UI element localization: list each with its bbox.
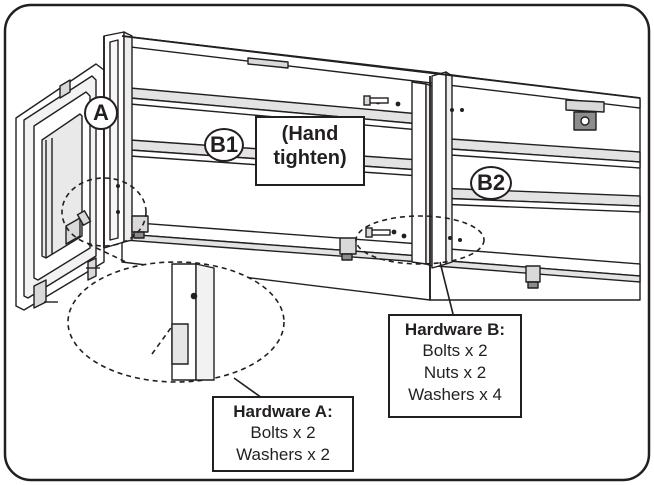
hardware-b-item: Washers x 4 [408, 385, 502, 404]
indicator-circle-b [355, 215, 485, 265]
label-part-b2: B2 [470, 166, 512, 200]
hand-tighten-note: (Hand tighten) [255, 116, 365, 186]
hardware-a-title: Hardware A: [233, 402, 333, 421]
label-part-a-text: A [93, 100, 109, 125]
label-part-b1-text: B1 [209, 132, 239, 157]
end-post-b1-left [103, 31, 133, 249]
label-part-b1: B1 [204, 128, 244, 162]
side-panel-a [15, 63, 105, 311]
hardware-b-item: Bolts x 2 [422, 341, 488, 360]
end-post-b1-right [411, 81, 433, 267]
hardware-b-box: Hardware B: Bolts x 2 Nuts x 2 Washers x… [388, 314, 522, 418]
bolt-side-a [76, 209, 92, 227]
top-bracket-b2 [565, 99, 605, 131]
hardware-b-title: Hardware B: [404, 320, 506, 339]
label-part-a: A [84, 96, 118, 130]
note-line-1: (Hand [281, 123, 339, 145]
bolt-bottom-b1 [365, 227, 391, 238]
leader-b [439, 261, 455, 319]
hardware-a-item: Washers x 2 [236, 445, 330, 464]
label-part-b2-text: B2 [476, 170, 506, 195]
panel-edges [103, 35, 641, 300]
indicator-circle-a [61, 177, 147, 247]
zoom-detail [171, 263, 215, 381]
hardware-b-item: Nuts x 2 [423, 363, 487, 382]
leader-a [233, 377, 263, 399]
note-line-2: tighten) [273, 147, 347, 169]
bolt-top-b1 [363, 95, 389, 106]
feet [131, 215, 541, 289]
hardware-a-box: Hardware A: Bolts x 2 Washers x 2 [212, 396, 354, 472]
leader-lines [233, 261, 455, 399]
hardware-a-item: Bolts x 2 [250, 423, 316, 442]
